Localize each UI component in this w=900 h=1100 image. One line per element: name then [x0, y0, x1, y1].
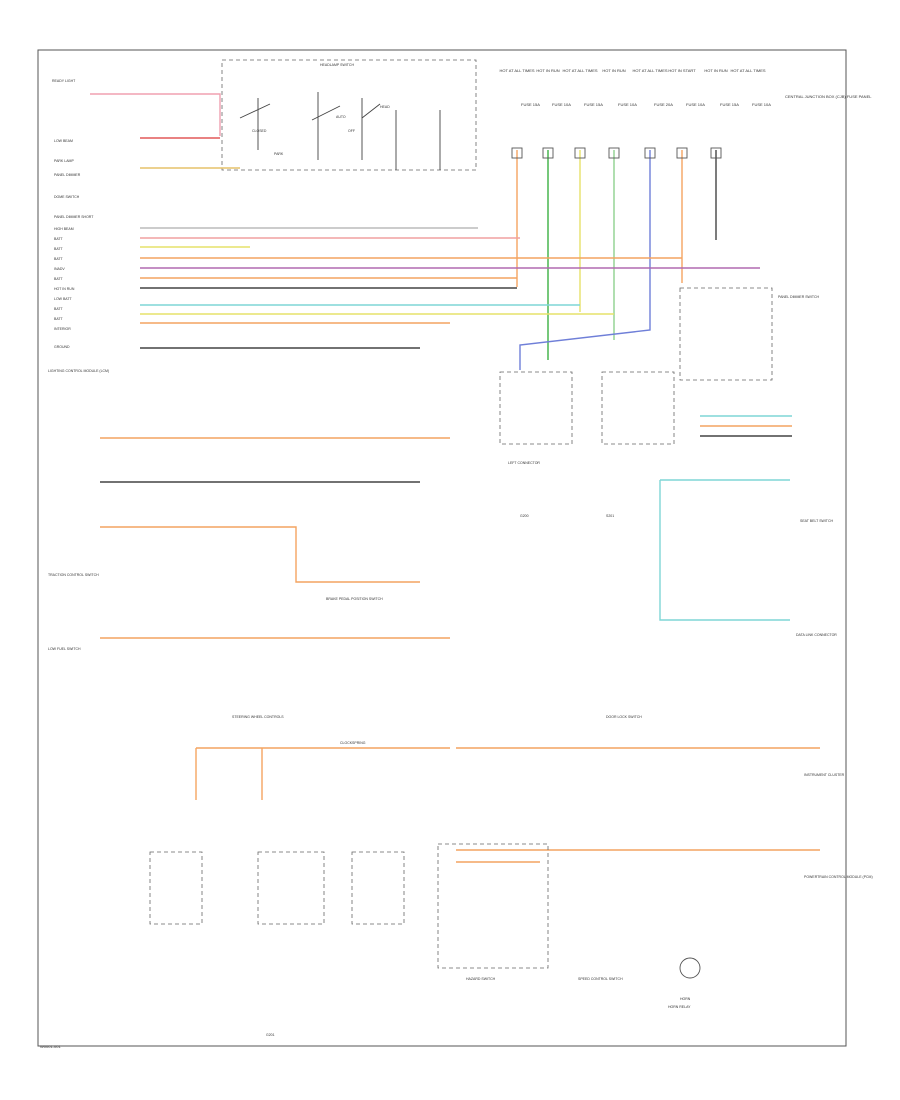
module-label: LIGHTING CONTROL MODULE (LCM) — [48, 369, 109, 373]
pin-label-11: BATT — [54, 277, 64, 281]
fuse-title-3: HOT AT ALL TIMES — [562, 68, 597, 73]
fuse-title-1: HOT AT ALL TIMES — [499, 68, 534, 73]
figure-code: W0001-001 — [40, 1044, 61, 1049]
data-link-wire — [659, 480, 790, 621]
fuse-value-1: FUSE 15A — [521, 102, 540, 107]
connector-c2 — [542, 147, 554, 159]
traction-label: TRACTION CONTROL SWITCH — [48, 573, 99, 577]
headlamp-switch-box — [221, 59, 477, 171]
connector-c3 — [574, 147, 586, 159]
diagram-frame — [37, 49, 847, 1047]
right-connector-box — [601, 371, 675, 445]
switch-closed-label: CLOSED — [252, 129, 267, 133]
hazard-switch-box — [437, 843, 549, 969]
steering-control-box-1 — [149, 851, 203, 925]
hazard-label: HAZARD SWITCH — [466, 977, 496, 981]
dimmer-switch-box — [679, 287, 773, 381]
fuse-connectors — [511, 147, 722, 159]
splice-label: S201 — [606, 514, 614, 518]
low-fuel-wire — [100, 526, 420, 583]
fuse-title-4: HOT IN RUN — [602, 68, 625, 73]
horn-symbol — [679, 957, 701, 979]
switch-contacts — [257, 92, 441, 170]
ready-light-label: READY LIGHT — [52, 79, 76, 83]
left-connector-box — [499, 371, 573, 445]
ground-label: G201 — [266, 1033, 275, 1037]
fuse-value-3: FUSE 15A — [584, 102, 603, 107]
pin-label-6: HIGH BEAM — [54, 227, 74, 231]
pin-label-13: LOW BATT — [54, 297, 72, 301]
fuse-value-2: FUSE 10A — [552, 102, 571, 107]
connector-c4 — [608, 147, 620, 159]
switch-off-label: OFF — [348, 129, 355, 133]
steering-wheel-label: STEERING WHEEL CONTROLS — [232, 715, 284, 719]
seat-belt-label: SEAT BELT SWITCH — [800, 519, 833, 523]
top-fuse-values: FUSE 15A FUSE 10A FUSE 15A FUSE 10A FUSE… — [521, 102, 771, 107]
horn-relay-label: HORN RELAY — [668, 1005, 691, 1009]
pin-label-17: GROUND — [54, 345, 70, 349]
data-link-label: DATA LINK CONNECTOR — [796, 633, 837, 637]
pin-label-8: BATT — [54, 247, 64, 251]
brake-label: BRAKE PEDAL POSITION SWITCH — [326, 597, 383, 601]
pcm-label: POWERTRAIN CONTROL MODULE (PCM) — [804, 875, 873, 879]
low-fuel-label: LOW FUEL SWITCH — [48, 647, 81, 651]
pin-label-12: HOT IN RUN — [54, 287, 75, 291]
module-output-wires — [90, 93, 760, 349]
clockspring-label: CLOCKSPRING — [340, 741, 366, 745]
connector-c1 — [511, 147, 523, 159]
connector-c7 — [710, 147, 722, 159]
headlamp-switch: HEADLAMP SWITCH CLOSED AUTO OFF PARK HEA… — [239, 63, 441, 170]
fuse-title-7: HOT IN RUN — [704, 68, 727, 73]
fuse-title-6: HOT IN START — [668, 68, 696, 73]
pin-label-1: LOW BEAM — [54, 139, 73, 143]
instrument-cluster-label: INSTRUMENT CLUSTER — [804, 773, 845, 777]
horn-label: HORN — [680, 997, 691, 1001]
ground-g200-label: G200 — [520, 514, 529, 518]
headlamp-switch-label: HEADLAMP SWITCH — [320, 63, 354, 67]
fuse-value-8: FUSE 10A — [752, 102, 771, 107]
dimmer-switch-label: PANEL DIMMER SWITCH — [778, 295, 820, 299]
steering-control-box-2 — [257, 851, 325, 925]
switch-auto-label: AUTO — [336, 115, 346, 119]
connector-c6 — [676, 147, 688, 159]
bottom-section-labels: DOOR LOCK SWITCH INSTRUMENT CLUSTER POWE… — [232, 715, 873, 1037]
fuse-title-8: HOT AT ALL TIMES — [730, 68, 765, 73]
steering-control-box-3 — [351, 851, 405, 925]
fuse-value-4: FUSE 10A — [618, 102, 637, 107]
pin-label-5: PANEL DIMMER SHORT — [54, 215, 94, 219]
pin-label-14: BATT — [54, 307, 64, 311]
fuse-value-5: FUSE 20A — [654, 102, 673, 107]
fuse-value-7: FUSE 15A — [720, 102, 739, 107]
module-pin-labels: READY LIGHT LOW BEAM PARK LAMP PANEL DIM… — [48, 79, 109, 373]
pin-label-15: BATT — [54, 317, 64, 321]
switch-blades — [239, 103, 381, 121]
pin-label-10: INADV — [54, 267, 65, 271]
pin-label-7: BATT — [54, 237, 64, 241]
fuse-value-6: FUSE 10A — [686, 102, 705, 107]
speed-control-label: SPEED CONTROL SWITCH — [578, 977, 623, 981]
pin-label-16: INTERIOR — [54, 327, 71, 331]
fuse-title-2: HOT IN RUN — [536, 68, 559, 73]
left-connector-label: LEFT CONNECTOR — [508, 461, 540, 465]
pin-label-2: PARK LAMP — [54, 159, 74, 163]
junction-box-label: CENTRAL JUNCTION BOX (CJB) FUSE PANEL — [785, 94, 872, 99]
fuse-feed-wires — [516, 150, 717, 370]
pin-label-3: PANEL DIMMER — [54, 173, 81, 177]
blue-feed-wire — [519, 150, 651, 370]
switch-head-label: HEAD — [380, 105, 390, 109]
top-fuse-titles: HOT AT ALL TIMES HOT IN RUN HOT AT ALL T… — [499, 68, 765, 73]
door-lock-label: DOOR LOCK SWITCH — [606, 715, 642, 719]
pin-label-9: BATT — [54, 257, 64, 261]
pin-label-4: DOME SWITCH — [54, 195, 80, 199]
mid-section-labels: TRACTION CONTROL SWITCH LOW FUEL SWITCH … — [48, 519, 837, 651]
fuse-title-5: HOT AT ALL TIMES — [632, 68, 667, 73]
connector-c5 — [644, 147, 656, 159]
pink-wire — [90, 93, 221, 136]
switch-park-label: PARK — [274, 152, 284, 156]
